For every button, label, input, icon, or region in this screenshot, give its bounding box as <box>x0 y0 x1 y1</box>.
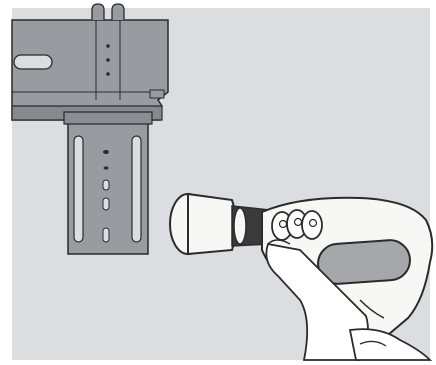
plate-slot-left <box>14 55 52 69</box>
plate-slot-right-vertical <box>132 136 141 242</box>
left-frame-strip <box>0 120 12 230</box>
horizontal-mounting-plate <box>12 4 168 120</box>
drill-grip-window <box>317 239 412 285</box>
plate-slot-left-vertical <box>74 136 83 242</box>
vertical-mounting-plate <box>64 112 152 254</box>
